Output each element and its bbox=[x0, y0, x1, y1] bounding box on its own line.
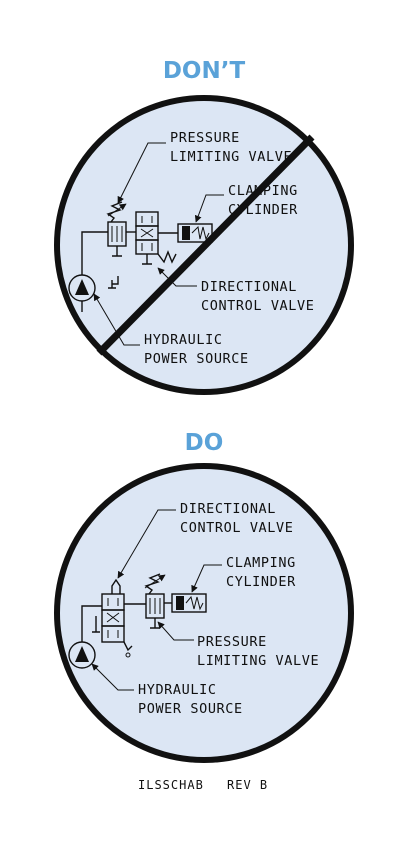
do-pressure-label-1: PRESSURE bbox=[197, 634, 267, 650]
dont-hydraulic-label-2: POWER SOURCE bbox=[144, 351, 249, 367]
dont-directional-label-1: DIRECTIONAL bbox=[201, 279, 297, 295]
dont-cylinder-icon bbox=[108, 223, 213, 289]
dont-hydraulic-label-1: HYDRAULIC bbox=[144, 332, 223, 348]
do-directional-label-1: DIRECTIONAL bbox=[180, 501, 276, 517]
do-clamping-label-2: CYLINDER bbox=[226, 574, 296, 590]
dont-leader-lines bbox=[93, 142, 224, 346]
do-leader-lines bbox=[91, 509, 222, 691]
do-heading: DO bbox=[185, 430, 224, 456]
do-directional-valve-icon bbox=[92, 578, 133, 658]
dont-directional-label-2: CONTROL VALVE bbox=[201, 298, 314, 314]
dont-clamping-label-1: CLAMPING bbox=[228, 183, 298, 199]
do-hydraulic-label-1: HYDRAULIC bbox=[138, 682, 217, 698]
dont-hydraulic-circuit bbox=[68, 201, 213, 312]
do-directional-label-2: CONTROL VALVE bbox=[180, 520, 293, 536]
dont-prohibition-slash bbox=[96, 134, 315, 356]
do-hydraulic-label-2: POWER SOURCE bbox=[138, 701, 243, 717]
do-clamping-label-1: CLAMPING bbox=[226, 555, 296, 571]
do-pressure-label-2: LIMITING VALVE bbox=[197, 653, 319, 669]
dont-pressure-valve-icon bbox=[106, 201, 127, 257]
dont-heading: DON’T bbox=[163, 58, 246, 84]
dont-clamping-label-2: CYLINDER bbox=[228, 202, 298, 218]
dont-pressure-label-1: PRESSURE bbox=[170, 130, 240, 146]
do-circle bbox=[54, 463, 354, 763]
do-cylinder-icon bbox=[164, 593, 207, 613]
footer-rev: REV B bbox=[227, 778, 268, 792]
do-pressure-valve-icon bbox=[144, 573, 166, 629]
dont-pressure-label-2: LIMITING VALVE bbox=[170, 149, 292, 165]
footer-code: ILSSCHAB bbox=[138, 778, 204, 792]
do-hydraulic-circuit bbox=[68, 573, 207, 669]
